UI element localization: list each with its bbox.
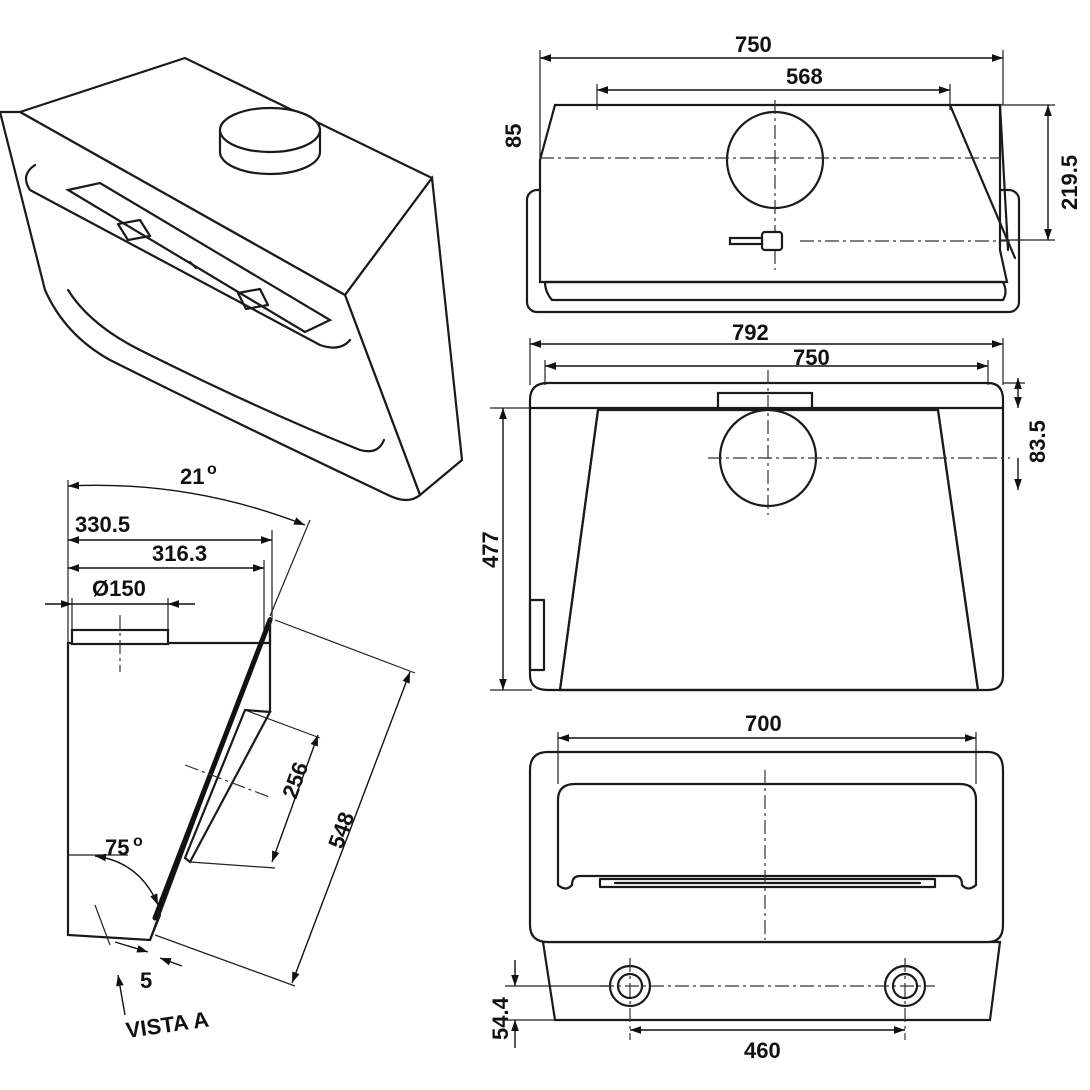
dim-offset-85: 85 — [501, 124, 526, 148]
svg-text:o: o — [207, 461, 217, 478]
dim-holes-spacing: 460 — [744, 1038, 781, 1063]
top-dimensions: 750 568 85 219.5 — [501, 32, 1082, 241]
dim-offset-83: 83.5 — [1025, 420, 1050, 463]
dim-offset-219: 219.5 — [1057, 155, 1082, 210]
dim-depth-inner: 316.3 — [152, 541, 207, 566]
dim-front-height: 256 — [277, 759, 313, 802]
dim-bottom-offset: 54.4 — [488, 996, 513, 1040]
front-dimensions: 792 750 477 83.5 — [478, 320, 1050, 691]
top-view — [525, 100, 1021, 314]
view-label: VISTA A — [124, 1007, 210, 1043]
dim-inner-width: 568 — [786, 64, 823, 89]
dim-top-width: 750 — [735, 32, 772, 57]
dim-front-length: 548 — [323, 809, 359, 852]
isometric-view — [0, 56, 464, 502]
front-view — [528, 370, 1010, 692]
dim-angle-bottom: 75 — [105, 835, 129, 860]
dim-duct-diameter: Ø150 — [92, 576, 146, 601]
dim-gap: 5 — [140, 968, 152, 993]
dim-height-477: 477 — [478, 531, 503, 568]
svg-text:o: o — [133, 833, 143, 850]
dim-depth-outer: 330.5 — [75, 512, 130, 537]
bottom-dimensions: 700 54.4 460 — [488, 711, 977, 1063]
side-view — [66, 615, 273, 942]
dim-front-width: 750 — [793, 345, 830, 370]
dim-angle-top: 21 — [180, 464, 204, 489]
dim-bottom-width: 700 — [745, 711, 782, 736]
bottom-view — [528, 750, 1005, 1040]
dim-front-outer: 792 — [732, 320, 769, 345]
